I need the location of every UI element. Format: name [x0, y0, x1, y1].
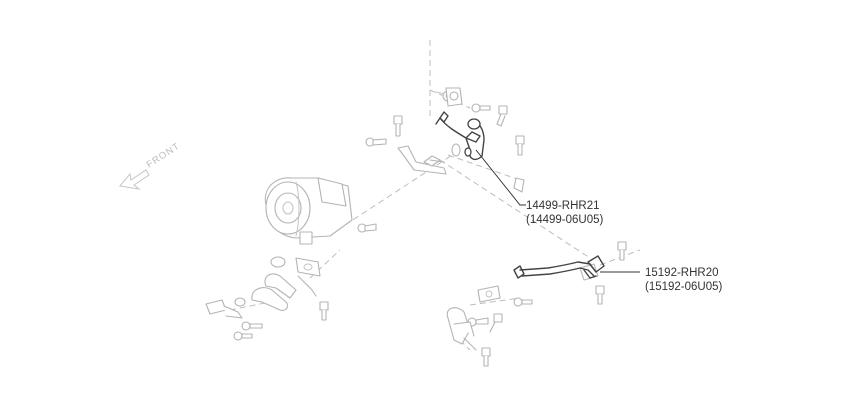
turbocharger [264, 177, 353, 245]
callout-alt-part-number: (14499-06U05) [526, 214, 604, 226]
callout-part-number[interactable]: 14499-RHR21 [526, 200, 600, 212]
water-pipe-bracket [397, 143, 461, 175]
callout-leader-line [475, 149, 526, 206]
upper-union-fitting [435, 87, 525, 193]
lower-bracket-assembly [446, 263, 599, 351]
water-pipe-14499-highlighted[interactable] [435, 111, 485, 161]
callout-14499: 14499-RHR21 (14499-06U05) [475, 149, 604, 226]
callout-15192: 15192-RHR20 (15192-06U05) [600, 267, 723, 293]
callout-alt-part-number: (15192-06U05) [645, 281, 723, 293]
callout-part-number[interactable]: 15192-RHR20 [645, 267, 719, 279]
front-indicator: FRONT [119, 141, 183, 190]
front-arrow-icon [119, 169, 150, 190]
oil-pipe-assembly [205, 256, 321, 319]
water-pipe-15192-highlighted[interactable] [513, 255, 605, 279]
front-label: FRONT [145, 141, 183, 171]
